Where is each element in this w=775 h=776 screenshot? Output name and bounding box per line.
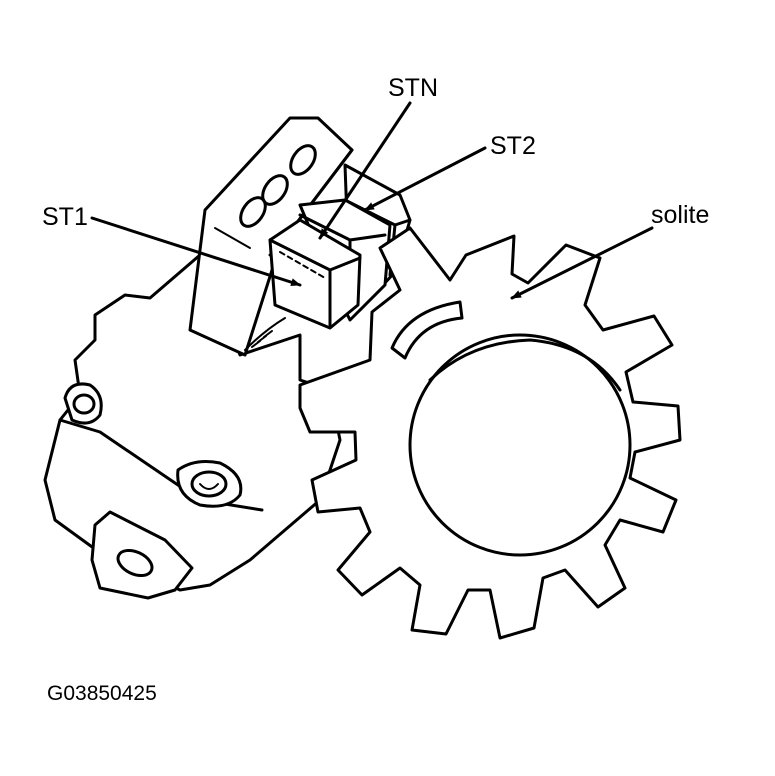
- leader-stn: [318, 101, 412, 240]
- leader-st2: [363, 146, 487, 212]
- label-st1: ST1: [42, 203, 88, 231]
- leader-st1: [90, 216, 302, 287]
- pulse-rotor: [298, 226, 682, 640]
- label-st2: ST2: [490, 132, 536, 160]
- figure-code: G03850425: [47, 682, 157, 705]
- sensor-housing: [43, 116, 354, 600]
- label-solite: solite: [651, 201, 709, 229]
- labels: STN ST2 ST1 solite: [42, 74, 709, 231]
- leader-lines: [90, 101, 654, 300]
- label-stn: STN: [388, 74, 438, 102]
- leader-solite: [510, 226, 654, 300]
